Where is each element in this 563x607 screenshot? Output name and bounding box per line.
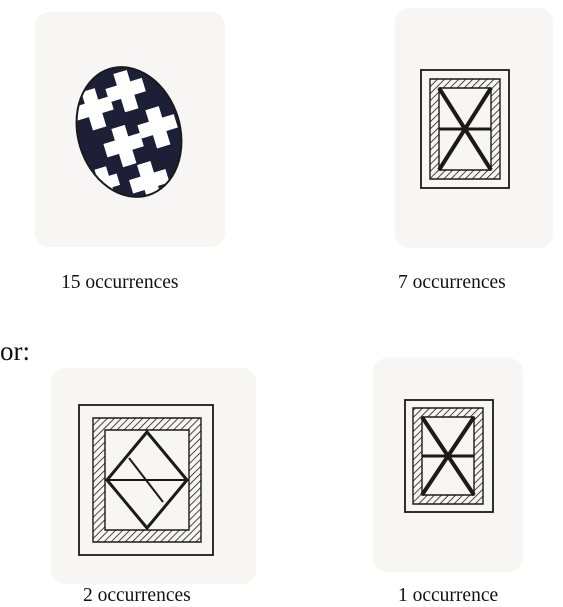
oval-checker-drawing [35, 12, 225, 247]
rect-x-small-drawing [373, 358, 523, 572]
symbol-caption-2: 7 occurrences [398, 272, 506, 294]
rect-x-symbol [395, 8, 553, 248]
alternatives-label: or: [0, 336, 30, 366]
rect-x-small-symbol [373, 358, 523, 572]
rect-diamond-symbol [51, 368, 256, 584]
alternative-caption-2: 1 occurrence [398, 585, 498, 607]
oval-checker-symbol [35, 12, 225, 247]
rect-x-drawing [395, 8, 553, 248]
rect-diamond-drawing [51, 368, 256, 584]
symbol-caption-1: 15 occurrences [61, 272, 178, 294]
alternative-caption-1: 2 occurrences [83, 585, 191, 607]
